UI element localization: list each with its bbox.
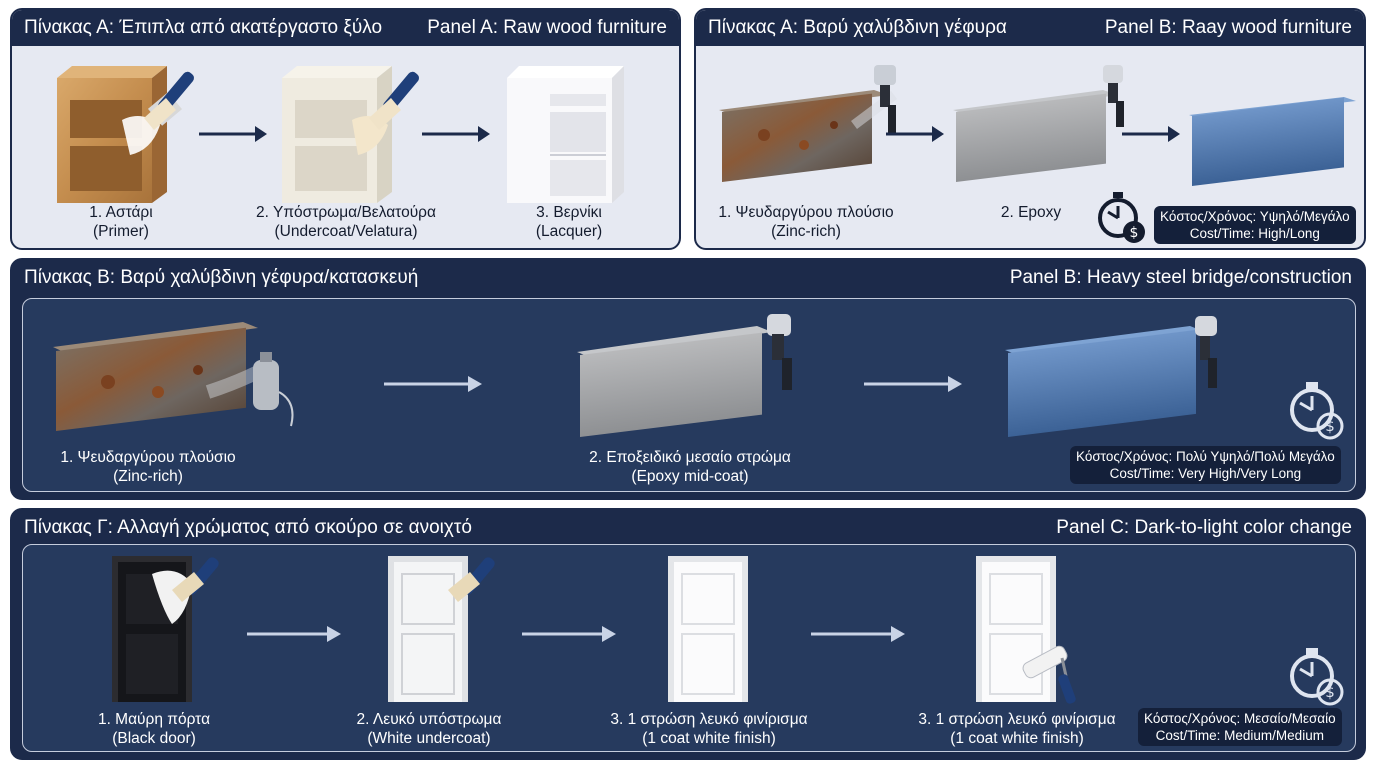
arrow-right-icon xyxy=(384,376,482,392)
svg-text:$: $ xyxy=(1130,225,1139,241)
arrow-right-icon xyxy=(864,376,962,392)
panel-header: Πίνακας Β: Βαρύ χαλύβδινη γέφυρα/κατασκε… xyxy=(12,260,1364,296)
step-label-greek: 3. 1 στρώση λευκό φινίρισμα xyxy=(610,711,808,728)
spray-gun-icon xyxy=(767,314,792,390)
step-label-english: (White undercoat) xyxy=(367,730,491,747)
step-label-greek: 3. 1 στρώση λευκό φινίρισμα xyxy=(918,711,1116,728)
step-label-english: (Undercoat/Velatura) xyxy=(274,223,418,240)
panel-title-english: Panel B: Raay wood furniture xyxy=(1104,17,1352,38)
panel-header: Πίνακας Α: Βαρύ χαλύβδινη γέφυρα Panel B… xyxy=(696,10,1364,46)
paintbrush-icon xyxy=(448,557,495,602)
step-label-english: (Epoxy mid-coat) xyxy=(631,468,749,485)
blue-beam-illustration xyxy=(1005,316,1217,438)
panel-header: Πίνακας Γ: Αλλαγή χρώματος από σκούρο σε… xyxy=(12,510,1364,546)
panel-steel-bridge-summary: Πίνακας Α: Βαρύ χαλύβδινη γέφυρα Panel B… xyxy=(694,8,1366,250)
panel-title-greek: Πίνακας Α: Έπιπλα από ακατέργαστο ξύλο xyxy=(24,17,383,38)
paintbrush-icon xyxy=(369,71,419,130)
step-label-greek: 3. Βερνίκι xyxy=(536,204,602,221)
step-label-greek: 1. Ψευδαργύρου πλούσιο xyxy=(718,204,894,221)
paint-roller-icon xyxy=(1022,645,1076,704)
arrow-right-icon xyxy=(886,126,944,142)
step-label: 3. 1 στρώση λευκό φινίρισμα (1 coat whit… xyxy=(918,710,1115,748)
spray-gun-icon xyxy=(1195,316,1217,388)
step-label-greek: 2. Λευκό υπόστρωμα xyxy=(356,711,502,728)
white-finish-roller-door-illustration xyxy=(976,556,1076,704)
arrow-right-icon xyxy=(522,626,616,642)
step-label-english: (1 coat white finish) xyxy=(950,730,1084,747)
cost-time-badge: Κόστος/Χρόνος: Πολύ Υψηλό/Πολύ Μεγάλο Co… xyxy=(1070,446,1341,484)
step-label: 1. Αστάρι (Primer) xyxy=(89,203,152,241)
step-label-greek: 2. Εποξειδικό μεσαίο στρώμα xyxy=(589,449,791,466)
cost-time-english: Cost/Time: Very High/Very Long xyxy=(1109,466,1302,481)
cost-time-badge: Κόστος/Χρόνος: Υψηλό/Μεγάλο Cost/Time: H… xyxy=(1154,206,1356,244)
step-label: 1. Ψευδαργύρου πλούσιο (Zinc-rich) xyxy=(60,448,235,486)
spray-gun-icon xyxy=(253,352,294,427)
black-door-illustration xyxy=(112,556,219,702)
spray-gun-icon xyxy=(1103,65,1124,127)
cost-time-greek: Κόστος/Χρόνος: Υψηλό/Μεγάλο xyxy=(1160,209,1350,224)
stopwatch-cost-icon: $ xyxy=(1290,648,1344,706)
step-label: 1. Μαύρη πόρτα (Black door) xyxy=(98,710,210,748)
panel-header: Πίνακας Α: Έπιπλα από ακατέργαστο ξύλο P… xyxy=(12,10,679,46)
step-label-english: (1 coat white finish) xyxy=(642,730,776,747)
arrow-right-icon xyxy=(422,126,490,142)
rusty-beam-illustration xyxy=(53,322,294,432)
panel-title-english: Panel A: Raw wood furniture xyxy=(427,17,667,38)
step-label-english: (Zinc-rich) xyxy=(771,223,841,240)
panel-dark-to-light-color-change: Πίνακας Γ: Αλλαγή χρώματος από σκούρο σε… xyxy=(10,508,1366,760)
blue-beam-illustration xyxy=(1189,97,1356,187)
epoxy-beam-illustration xyxy=(577,314,792,438)
cost-time-english: Cost/Time: High/Long xyxy=(1189,226,1320,241)
cost-time-greek: Κόστος/Χρόνος: Πολύ Υψηλό/Πολύ Μεγάλο xyxy=(1076,449,1335,464)
white-undercoat-door-illustration xyxy=(388,556,495,702)
step-label-greek: 1. Μαύρη πόρτα xyxy=(97,711,211,728)
cost-time-greek: Κόστος/Χρόνος: Μεσαίο/Μεσαίο xyxy=(1144,711,1336,726)
panel-title-greek: Πίνακας Γ: Αλλαγή χρώματος από σκούρο σε… xyxy=(24,517,472,538)
svg-text:$: $ xyxy=(1325,683,1335,701)
step-label-english: (Primer) xyxy=(93,223,149,240)
step-label-greek: 1. Ψευδαργύρου πλούσιο xyxy=(60,449,236,466)
step-label: 2. Υπόστρωμα/Βελατούρα (Undercoat/Velatu… xyxy=(256,203,436,241)
step-label: 2. Εποξειδικό μεσαίο στρώμα (Epoxy mid-c… xyxy=(589,448,791,486)
step-label-english: (Lacquer) xyxy=(535,223,603,240)
rusty-beam-illustration xyxy=(719,65,898,183)
arrow-right-icon xyxy=(247,626,341,642)
step-label: 3. 1 στρώση λευκό φινίρισμα (1 coat whit… xyxy=(610,710,807,748)
cost-time-english: Cost/Time: Medium/Medium xyxy=(1155,728,1324,743)
arrow-right-icon xyxy=(199,126,267,142)
panel-heavy-steel-bridge: Πίνακας Β: Βαρύ χαλύβδινη γέφυρα/κατασκε… xyxy=(10,258,1366,500)
panel-raw-wood-furniture: Πίνακας Α: Έπιπλα από ακατέργαστο ξύλο P… xyxy=(10,8,681,250)
undercoat-cabinet-illustration xyxy=(282,66,419,203)
white-finish-door-illustration xyxy=(668,556,748,702)
arrow-right-icon xyxy=(811,626,905,642)
cost-time-badge: Κόστος/Χρόνος: Μεσαίο/Μεσαίο Cost/Time: … xyxy=(1138,708,1342,746)
panel-title-greek: Πίνακας Α: Βαρύ χαλύβδινη γέφυρα xyxy=(708,17,1007,38)
step-label: 2. Epoxy xyxy=(1001,203,1061,222)
step-label-greek: 1. Αστάρι xyxy=(89,204,153,221)
panel-title-greek: Πίνακας Β: Βαρύ χαλύβδινη γέφυρα/κατασκε… xyxy=(24,267,419,288)
step-label: 2. Λευκό υπόστρωμα (White undercoat) xyxy=(357,710,502,748)
panel-title-english: Panel C: Dark-to-light color change xyxy=(1056,517,1352,538)
stopwatch-cost-icon: $ xyxy=(1098,192,1145,243)
panel-title-english: Panel B: Heavy steel bridge/construction xyxy=(1009,267,1352,288)
svg-text:$: $ xyxy=(1325,417,1335,435)
epoxy-beam-illustration xyxy=(953,65,1124,183)
step-label-greek: 2. Υπόστρωμα/Βελατούρα xyxy=(256,204,436,221)
raw-wood-cabinet-illustration xyxy=(57,66,194,203)
paintbrush-icon xyxy=(172,557,219,602)
paintbrush-icon xyxy=(144,71,194,130)
stopwatch-cost-icon: $ xyxy=(1290,382,1344,440)
step-label-english: (Black door) xyxy=(112,730,196,747)
lacquer-cabinet-illustration xyxy=(507,66,624,203)
step-label: 1. Ψευδαργύρου πλούσιο (Zinc-rich) xyxy=(718,203,893,241)
step-label-greek: 2. Epoxy xyxy=(1000,204,1062,221)
step-label-english: (Zinc-rich) xyxy=(113,468,183,485)
arrow-right-icon xyxy=(1122,126,1180,142)
step-label: 3. Βερνίκι (Lacquer) xyxy=(536,203,602,241)
spray-gun-icon xyxy=(874,65,896,133)
